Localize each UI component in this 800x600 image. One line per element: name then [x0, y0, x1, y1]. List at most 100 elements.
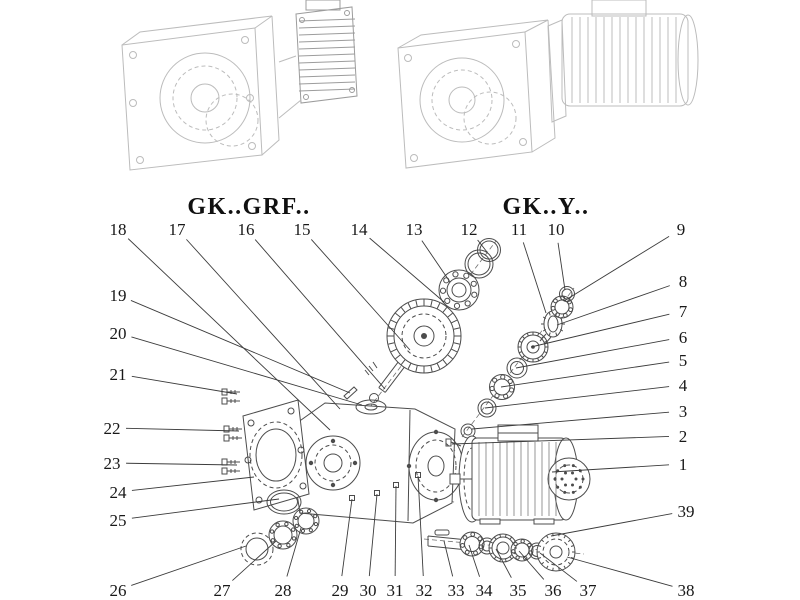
- bearing-ball: [520, 539, 525, 544]
- gear-tooth: [442, 359, 448, 365]
- gear-tooth: [518, 340, 523, 343]
- gear-tooth: [543, 351, 548, 354]
- gear-tooth: [453, 327, 460, 330]
- bearing-ball: [308, 528, 313, 533]
- callout-number-7: 7: [679, 302, 688, 321]
- bearing-ball: [470, 532, 476, 537]
- bearing-ball: [464, 549, 470, 555]
- callout-number-11: 11: [511, 220, 527, 239]
- callout-number-3: 3: [679, 402, 688, 421]
- callout-number-23: 23: [104, 454, 121, 473]
- gear-tooth: [526, 332, 529, 337]
- callout-number-34: 34: [476, 581, 494, 600]
- callout-number-32: 32: [416, 581, 433, 600]
- bearing-ball: [507, 378, 513, 384]
- vent-dot: [574, 477, 578, 481]
- gear-tooth: [537, 332, 540, 337]
- gear-tooth: [518, 351, 523, 354]
- gear-tooth: [388, 342, 395, 345]
- callout-number-2: 2: [679, 427, 688, 446]
- callout-number-10: 10: [548, 220, 565, 239]
- illustration-gk-y: [397, 0, 699, 169]
- bearing-ball: [300, 528, 306, 534]
- leader-line-15: [310, 239, 411, 351]
- gear-tooth: [493, 556, 497, 560]
- callout-number-1: 1: [679, 455, 688, 474]
- leader-line-22: [125, 427, 240, 432]
- intermediate-shaft: [364, 354, 411, 403]
- leader-line-38: [566, 556, 673, 587]
- output-bore: [419, 57, 517, 145]
- leader-line-26: [131, 545, 247, 586]
- bearing-ball: [293, 515, 299, 521]
- gear-tooth: [552, 567, 554, 571]
- callout-number-17: 17: [169, 220, 187, 239]
- spacer-ring: [477, 398, 497, 418]
- leader-line-36: [518, 550, 545, 580]
- vent-dot: [564, 483, 567, 487]
- adapter-fin: [298, 18, 356, 22]
- bearing-ball: [269, 529, 275, 534]
- callout-number-14: 14: [351, 220, 369, 239]
- illustration-gk-grf: [121, 0, 358, 171]
- leader-line-16: [254, 239, 386, 390]
- gear-tooth: [559, 316, 564, 320]
- leader-line-8: [556, 285, 670, 326]
- leader-line-29: [341, 498, 353, 577]
- adapter-fin: [298, 39, 356, 43]
- lower-bearing: [292, 507, 320, 535]
- gear-tooth: [555, 332, 558, 336]
- bearing-ball: [277, 543, 282, 549]
- washer: [506, 357, 528, 379]
- gear-tooth: [522, 355, 525, 358]
- input-shaft-key: [343, 386, 358, 400]
- callout-number-22: 22: [104, 419, 121, 438]
- bolt-head: [221, 467, 228, 475]
- attached-motor: [561, 0, 699, 107]
- vent-dot: [581, 477, 585, 481]
- bearing-ball: [567, 299, 572, 305]
- bearing-ball: [560, 295, 566, 301]
- bearing-ball: [478, 544, 484, 550]
- bearing-ball: [306, 508, 312, 514]
- gearbox-housing-outline: [121, 15, 280, 171]
- leader-line-35: [495, 548, 512, 578]
- gear-tooth: [522, 336, 525, 339]
- callout-number-24: 24: [110, 483, 128, 502]
- vent-dot: [571, 471, 574, 475]
- leader-line-4: [484, 386, 670, 409]
- leader-line-14: [369, 237, 445, 303]
- gear-tooth: [542, 328, 547, 332]
- gear-tooth: [400, 359, 406, 365]
- input-adapter-finned: [295, 0, 358, 104]
- callout-number-39: 39: [678, 502, 695, 521]
- exploded-view: [221, 238, 591, 572]
- bearing-ball: [477, 536, 483, 541]
- leader-line-13: [421, 240, 451, 283]
- leader-line-32: [417, 475, 424, 577]
- gear-tooth: [543, 340, 548, 343]
- callout-number-20: 20: [110, 324, 127, 343]
- gear-tooth: [567, 539, 571, 543]
- housing-bolt-holes: [404, 40, 527, 162]
- callout-number-16: 16: [238, 220, 255, 239]
- adapter-fins: [298, 18, 356, 92]
- callout-number-25: 25: [110, 511, 127, 530]
- leader-line-39: [550, 513, 673, 537]
- adapter-connection-lines: [278, 55, 302, 119]
- bearing-ball: [452, 271, 459, 278]
- callout-number-13: 13: [406, 220, 423, 239]
- leader-line-3: [471, 411, 670, 430]
- callout-number-19: 19: [110, 286, 127, 305]
- leader-line-31: [394, 485, 397, 577]
- adapter-fin: [298, 74, 356, 78]
- gear-tooth: [493, 536, 497, 540]
- gear-tooth: [453, 342, 460, 345]
- vent-dot: [556, 485, 560, 489]
- callout-number-28: 28: [275, 581, 292, 600]
- leader-line-28: [286, 527, 302, 577]
- leader-line-1: [551, 464, 670, 473]
- gear-tooth: [390, 348, 397, 353]
- adapter-fin: [298, 88, 356, 92]
